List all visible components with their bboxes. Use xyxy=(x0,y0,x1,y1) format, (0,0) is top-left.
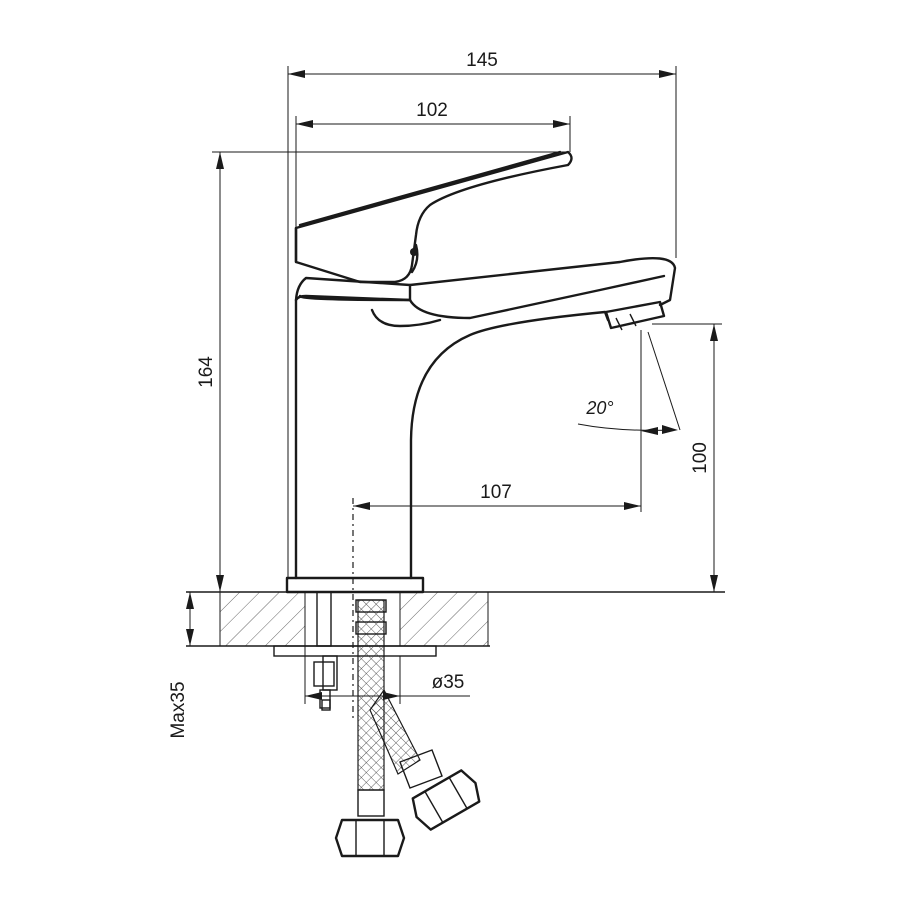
dimension-spout-reach: 107 xyxy=(353,330,642,512)
dimension-spout-height: 100 xyxy=(652,323,722,592)
countertop-section xyxy=(186,591,725,647)
dim-label-145: 145 xyxy=(466,50,498,71)
dim-label-max35: Max35 xyxy=(168,681,189,738)
dim-label-100: 100 xyxy=(690,442,711,474)
dim-label-20deg: 20° xyxy=(585,398,613,418)
dim-label-164: 164 xyxy=(196,356,217,388)
dimension-overall-width: 145 xyxy=(287,50,677,578)
faucet-body xyxy=(285,150,677,594)
dimension-overall-height: 164 xyxy=(196,151,568,592)
dimension-max-deck-thickness: Max35 xyxy=(168,592,194,739)
hose-left xyxy=(334,599,406,858)
dim-label-o35: ø35 xyxy=(432,672,465,693)
hose-right xyxy=(369,688,481,831)
dimension-spray-angle: 20° xyxy=(577,331,681,435)
dimension-hole-diameter: ø35 xyxy=(304,646,470,704)
mounting-hardware xyxy=(273,591,437,711)
dimension-handle-length: 102 xyxy=(295,100,571,228)
dim-label-107: 107 xyxy=(480,482,512,503)
dim-label-102: 102 xyxy=(416,100,448,121)
